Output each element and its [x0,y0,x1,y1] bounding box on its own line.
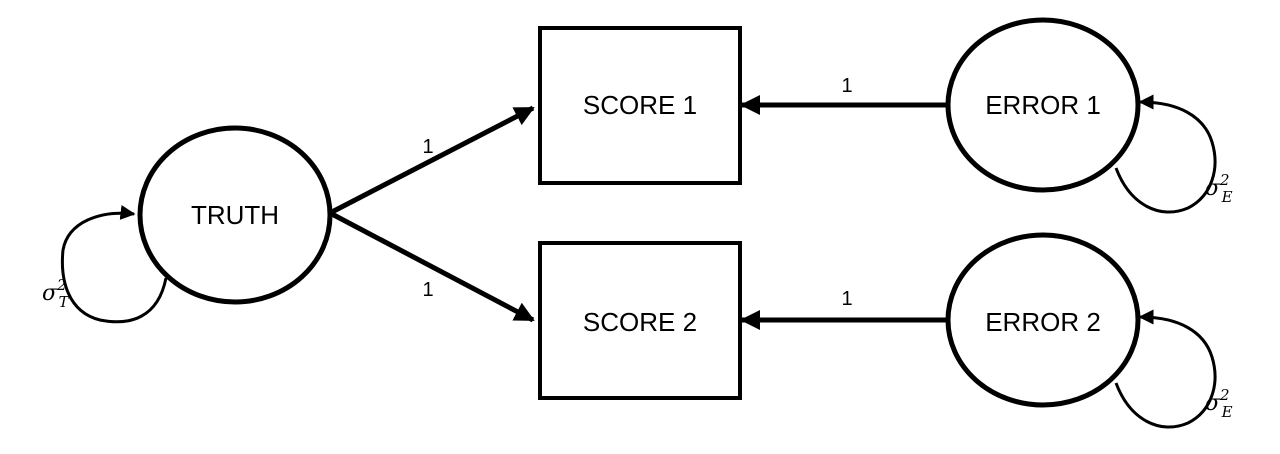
truth-node: TRUTH [137,125,333,305]
score1-label: SCORE 1 [583,90,697,120]
error2-label: ERROR 2 [985,307,1101,337]
score2-node: SCORE 2 [538,241,742,400]
label-truth-score2: 1 [422,279,433,301]
truth-label: TRUTH [191,200,279,230]
variance-loop-error2 [1114,309,1217,429]
variance-loop-error1 [1114,94,1217,214]
error2-node: ERROR 2 [945,232,1141,408]
path-truth-score1 [328,105,535,216]
label-error2-score2: 1 [841,288,852,310]
label-error1-score1: 1 [841,75,852,97]
path-truth-score2 [328,210,535,323]
label-truth-score1: 1 [422,136,433,158]
error1-label: ERROR 1 [985,90,1101,120]
score1-node: SCORE 1 [538,26,742,185]
score2-label: SCORE 2 [583,307,697,337]
error1-node: ERROR 1 [945,17,1141,193]
variance-loop-truth [60,204,168,324]
